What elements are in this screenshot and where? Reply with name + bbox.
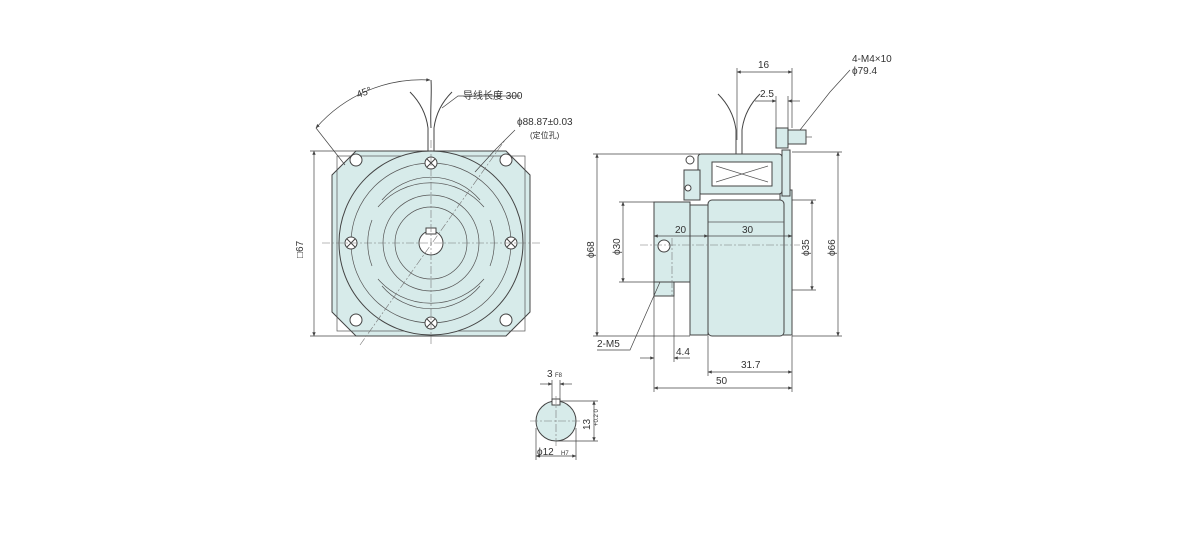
front-view (310, 78, 540, 346)
key-height-tol-label: +0.2 0 (594, 408, 600, 426)
lead-wire-label: 导线长度 300 (463, 89, 523, 102)
len-4-4-label: 4.4 (676, 347, 690, 358)
dia-35-label: ϕ35 (801, 239, 812, 256)
corner-hole (499, 313, 513, 327)
top-width-label: 16 (758, 60, 770, 71)
tap-hole (657, 239, 671, 253)
corner-hole (349, 153, 363, 167)
gap-label: 2.5 (760, 89, 774, 100)
bore-label: ϕ12 (537, 447, 554, 458)
bore-tol-label: H7 (561, 451, 569, 457)
dia-66-label: ϕ66 (827, 239, 838, 256)
square-size-label: □67 (295, 240, 306, 258)
side-view (640, 93, 812, 337)
angle-label: 45° (355, 85, 373, 101)
screw-spec-label: 4-M4×10 (852, 54, 892, 65)
shaft-section (530, 380, 598, 460)
len-30-label: 30 (742, 225, 754, 236)
key-tol-label: F8 (555, 373, 563, 379)
pilot-dia-label: ϕ88.87±0.03 (517, 117, 573, 128)
bolt-circle-label: ϕ79.4 (852, 66, 878, 77)
len-20-label: 20 (675, 225, 687, 236)
corner-hole (349, 313, 363, 327)
dia-30-label: ϕ30 (612, 238, 623, 255)
side-dimensions (593, 68, 851, 392)
key-height-label: 13 (582, 418, 593, 430)
len-50-label: 50 (716, 376, 728, 387)
len-31-7-label: 31.7 (741, 360, 761, 371)
key-width-label: 3 (547, 369, 553, 380)
dia-68-label: ϕ68 (586, 241, 597, 258)
pilot-note-label: (定位孔) (530, 130, 560, 140)
tap-label: 2-M5 (597, 339, 620, 350)
corner-hole (499, 153, 513, 167)
